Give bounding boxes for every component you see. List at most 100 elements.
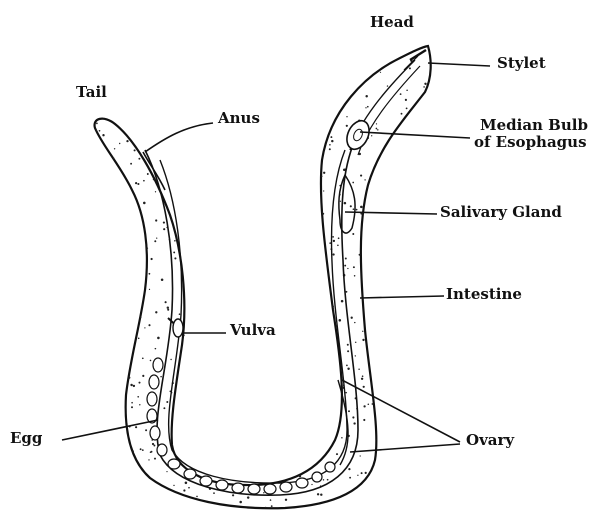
- stipple-dot: [346, 116, 347, 117]
- stipple-dot: [104, 196, 106, 198]
- stipple-dot: [202, 196, 204, 198]
- stipple-dot: [376, 128, 378, 130]
- stipple-dot: [323, 172, 325, 174]
- stipple-dot: [306, 406, 308, 408]
- stipple-dot: [301, 84, 303, 86]
- stipple-dot: [347, 368, 349, 370]
- stipple-dot: [304, 85, 306, 87]
- stipple-dot: [419, 196, 421, 198]
- stipple-dot: [187, 44, 189, 46]
- stipple-dot: [254, 380, 256, 382]
- stipple-dot: [407, 493, 408, 494]
- stipple-dot: [210, 136, 212, 138]
- stipple-dot: [264, 112, 266, 114]
- stipple-dot: [179, 422, 181, 424]
- stipple-dot: [101, 304, 102, 305]
- stipple-dot: [138, 221, 141, 224]
- stipple-dot: [135, 182, 137, 184]
- stipple-dot: [108, 267, 110, 269]
- stipple-dot: [167, 309, 169, 311]
- stipple-dot: [355, 342, 356, 343]
- stipple-dot: [413, 165, 415, 167]
- stipple-dot: [173, 485, 174, 486]
- stipple-dot: [127, 478, 129, 480]
- stipple-dot: [304, 163, 306, 165]
- stipple-dot: [141, 47, 143, 49]
- stipple-dot: [150, 77, 151, 78]
- stipple-dot: [281, 78, 283, 80]
- stipple-dot: [429, 349, 431, 351]
- stipple-dot: [143, 202, 146, 205]
- stipple-dot: [105, 202, 107, 204]
- stipple-dot: [338, 237, 340, 239]
- stipple-dot: [406, 89, 408, 91]
- stipple-dot: [306, 433, 308, 435]
- stipple-dot: [246, 86, 247, 87]
- stipple-dot: [326, 338, 328, 340]
- stipple-dot: [387, 251, 388, 252]
- stipple-dot: [408, 350, 410, 352]
- leader-egg: [62, 420, 158, 440]
- stipple-dot: [209, 127, 211, 129]
- stipple-dot: [90, 139, 92, 141]
- stipple-dot: [246, 432, 248, 434]
- stipple-dot: [260, 69, 262, 71]
- stipple-dot: [252, 295, 254, 297]
- stipple-dot: [368, 306, 371, 309]
- stipple-dot: [137, 121, 138, 122]
- stipple-dot: [290, 223, 292, 225]
- stipple-dot: [377, 129, 378, 130]
- stipple-dot: [271, 192, 272, 193]
- stipple-dot: [353, 208, 355, 210]
- label-median-bulb-line1: Median Bulb: [474, 117, 588, 134]
- stipple-dot: [392, 352, 394, 354]
- stipple-dot: [386, 422, 387, 423]
- stipple-dot: [434, 113, 436, 115]
- stipple-dot: [107, 179, 108, 180]
- stipple-dot: [117, 54, 119, 56]
- stipple-dot: [254, 428, 256, 430]
- stipple-dot: [148, 324, 150, 326]
- stipple-dot: [122, 494, 124, 496]
- stipple-dot: [120, 79, 122, 81]
- stipple-dot: [93, 317, 95, 319]
- stipple-dot: [113, 108, 114, 109]
- stipple-dot: [320, 493, 322, 495]
- stipple-dot: [120, 287, 122, 289]
- stipple-dot: [165, 100, 167, 102]
- stipple-dot: [133, 385, 135, 387]
- stipple-dot: [210, 456, 212, 458]
- stipple-dot: [416, 158, 418, 160]
- stipple-dot: [271, 278, 273, 280]
- stipple-dot: [332, 253, 334, 255]
- stipple-dot: [271, 505, 273, 507]
- stipple-dot: [423, 462, 425, 464]
- stipple-dot: [118, 120, 120, 122]
- stipple-dot: [360, 206, 363, 209]
- stipple-dot: [296, 45, 297, 46]
- stipple-dot: [378, 437, 380, 439]
- stipple-dot: [305, 267, 307, 269]
- stipple-dot: [313, 148, 316, 151]
- stipple-dot: [347, 344, 349, 346]
- stipple-dot: [137, 183, 139, 185]
- stipple-dot: [263, 492, 264, 493]
- stipple-dot: [181, 47, 183, 49]
- stipple-dot: [196, 265, 198, 267]
- stipple-dot: [161, 278, 164, 281]
- stipple-dot: [92, 398, 94, 400]
- stipple-dot: [251, 250, 253, 252]
- stipple-dot: [379, 162, 381, 164]
- stipple-dot: [318, 278, 320, 280]
- stipple-dot: [329, 148, 331, 150]
- stipple-dot: [427, 216, 429, 218]
- stipple-dot: [415, 186, 417, 188]
- stipple-dot: [97, 498, 99, 500]
- stipple-dot: [297, 232, 299, 234]
- stipple-dot: [116, 391, 118, 393]
- stipple-dot: [430, 185, 432, 187]
- stipple-dot: [263, 418, 265, 420]
- stipple-dot: [416, 186, 418, 188]
- stipple-dot: [235, 278, 237, 280]
- stipple-dot: [241, 86, 244, 89]
